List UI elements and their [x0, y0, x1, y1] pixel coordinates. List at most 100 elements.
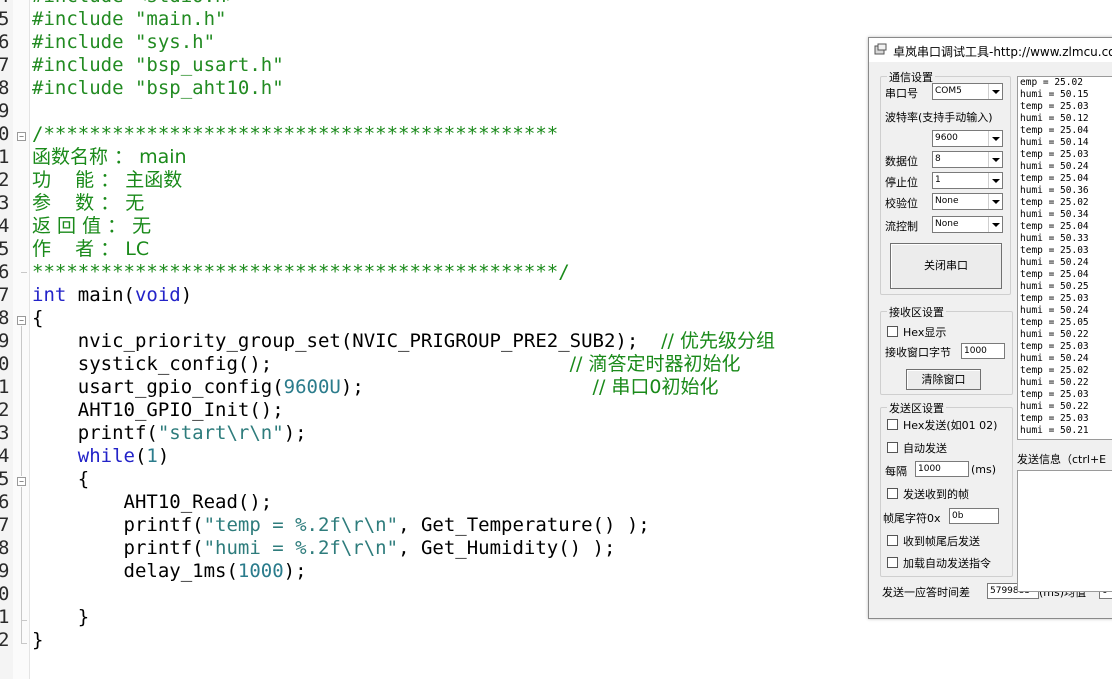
hex-display-label: Hex显示 [903, 326, 947, 339]
auto-send-checkbox[interactable] [887, 442, 898, 453]
rx-log-line: humi = 50.24 [1020, 305, 1089, 316]
code-comment: // 优先级分组 [661, 330, 775, 352]
fold-toggle-icon[interactable]: − [17, 477, 26, 486]
rx-log-line: humi = 50.22 [1020, 377, 1089, 388]
chevron-down-icon[interactable] [988, 194, 1002, 209]
code-token: 1 [146, 445, 158, 467]
code-token: , Get_Humidity() ); [398, 537, 616, 559]
rx-log-line: humi = 50.21 [1020, 425, 1089, 436]
stop-bits-select[interactable]: 1 [932, 172, 1003, 189]
rx-log-line: temp = 25.05 [1020, 317, 1089, 328]
code-line: #include <stdio.h> [32, 0, 238, 8]
baud-value: 9600 [935, 133, 958, 143]
port-select[interactable]: COM5 [932, 83, 1003, 100]
rx-log-line: humi = 50.33 [1020, 233, 1089, 244]
rx-log-line: temp = 25.03 [1020, 389, 1089, 400]
chevron-down-icon[interactable] [988, 173, 1002, 188]
hex-send-checkbox[interactable] [887, 419, 898, 430]
rx-log-line: temp = 25.03 [1020, 245, 1089, 256]
flow-select[interactable]: None [932, 216, 1003, 233]
chevron-down-icon[interactable] [988, 217, 1002, 232]
line-number: 8 [0, 307, 10, 329]
rx-log-line: temp = 25.03 [1020, 413, 1089, 424]
code-comment: // 串口0初始化 [592, 376, 719, 398]
chevron-down-icon[interactable] [988, 131, 1002, 146]
title-bar[interactable]: 卓岚串口调试工具-http://www.zlmcu.com [869, 38, 1112, 62]
send-text-area[interactable] [1017, 470, 1112, 592]
rx-log-line: temp = 25.03 [1020, 341, 1089, 352]
rx-log-line: temp = 25.04 [1020, 173, 1089, 184]
rx-log-line: humi = 50.14 [1020, 137, 1089, 148]
rx-settings-group: 接收区设置 [880, 304, 1013, 395]
data-bits-label: 数据位 [885, 155, 918, 168]
code-token: delay_1ms( [32, 560, 238, 582]
line-number: 5 [0, 238, 10, 260]
code-token: 9600U [283, 376, 341, 398]
chevron-down-icon[interactable] [988, 84, 1002, 99]
comm-settings-title: 通信设置 [887, 69, 935, 85]
line-number: 7 [0, 514, 10, 536]
code-line: 作 者 ： LC [32, 238, 150, 260]
parity-value: None [935, 196, 959, 206]
fold-end-mark [21, 643, 27, 644]
code-line: usart_gpio_config(9600U); // 串口0初始化 [32, 376, 719, 399]
send-received-checkbox[interactable] [887, 488, 898, 499]
rx-window-bytes-input[interactable]: 1000 [961, 343, 1005, 359]
interval-input[interactable]: 1000 [915, 461, 969, 477]
rx-log-line: temp = 25.03 [1020, 149, 1089, 160]
code-line: nvic_priority_group_set(NVIC_PRIGROUP_PR… [32, 330, 775, 353]
code-line: printf("temp = %.2f\r\n", Get_Temperatur… [32, 514, 650, 537]
close-port-button[interactable]: 关闭串口 [890, 243, 1002, 289]
clear-window-button[interactable]: 清除窗口 [906, 369, 981, 390]
code-token: nvic_priority_group_set(NVIC_PRIGROUP_PR… [32, 330, 662, 352]
code-line: while(1) [32, 445, 170, 468]
hex-display-checkbox[interactable] [887, 326, 898, 337]
line-number: 0 [0, 583, 10, 605]
line-number: 6 [0, 31, 10, 53]
rx-settings-title: 接收区设置 [887, 304, 946, 320]
fold-toggle-icon[interactable]: − [17, 132, 26, 141]
parity-select[interactable]: None [932, 193, 1003, 210]
code-line: int main(void) [32, 284, 192, 307]
line-number: 1 [0, 376, 10, 398]
rx-log-line: temp = 25.02 [1020, 197, 1089, 208]
code-token: ); [283, 422, 307, 444]
rx-log-line: humi = 50.25 [1020, 281, 1089, 292]
fold-toggle-icon[interactable]: − [17, 316, 26, 325]
code-line: #include "sys.h" [32, 31, 216, 53]
load-auto-cmd-label: 加载自动发送指令 [903, 557, 991, 570]
code-token: ); [340, 376, 593, 398]
line-number: 2 [0, 399, 10, 421]
code-line: systick_config(); // 滴答定时器初始化 [32, 353, 741, 376]
frame-tail-input[interactable]: 0b [949, 508, 999, 524]
code-token: , Get_Temperature() ); [398, 514, 650, 536]
code-line: { [32, 468, 90, 490]
response-time-label: 发送一应答时间差 [882, 586, 970, 599]
line-number: 1 [0, 606, 10, 628]
code-line: 返 回 值 ： 无 [32, 215, 152, 237]
code-token: printf( [32, 514, 204, 536]
code-token: 1000 [237, 560, 284, 582]
rx-log-line: emp = 25.02 [1020, 77, 1083, 88]
rx-log-line: humi = 50.22 [1020, 401, 1089, 412]
line-number: 2 [0, 629, 10, 651]
rx-log-line: temp = 25.04 [1020, 221, 1089, 232]
flow-value: None [935, 219, 959, 229]
line-number: 7 [0, 284, 10, 306]
rx-log-line: humi = 50.24 [1020, 353, 1089, 364]
line-number: 4 [0, 215, 10, 237]
send-after-tail-checkbox[interactable] [887, 535, 898, 546]
rx-log-line: temp = 25.03 [1020, 101, 1089, 112]
line-number: 0 [0, 353, 10, 375]
port-value: COM5 [935, 86, 962, 96]
load-auto-cmd-checkbox[interactable] [887, 557, 898, 568]
data-bits-select[interactable]: 8 [932, 151, 1003, 168]
rx-log-line: humi = 50.15 [1020, 89, 1089, 100]
serial-tool-window[interactable]: 卓岚串口调试工具-http://www.zlmcu.com 通信设置 串口号 C… [868, 37, 1112, 619]
app-icon [874, 43, 887, 55]
line-number: 9 [0, 330, 10, 352]
chevron-down-icon[interactable] [988, 152, 1002, 167]
baud-select[interactable]: 9600 [932, 130, 1003, 147]
code-line: AHT10_GPIO_Init(); [32, 399, 284, 421]
